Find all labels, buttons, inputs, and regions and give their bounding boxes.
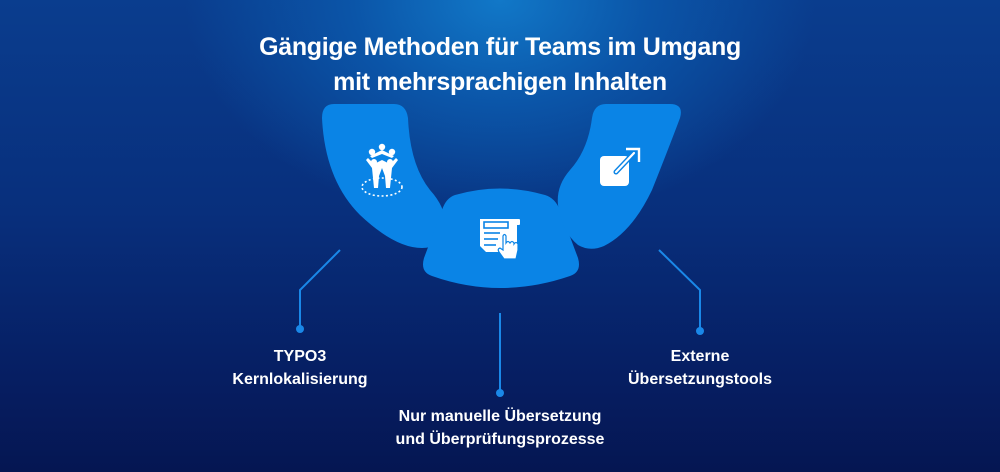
connector-right xyxy=(658,249,704,335)
connector-left xyxy=(296,249,341,333)
label-external-line-1: Externe xyxy=(670,348,730,365)
label-manual-line-1: Nur manuelle Übersetzung xyxy=(398,408,602,425)
segment-typo3 xyxy=(322,104,446,248)
label-manual: Nur manuelle Übersetzung und Überprüfung… xyxy=(340,405,660,451)
label-typo3: TYPO3 Kernlokalisierung xyxy=(200,345,400,391)
document-hand-icon xyxy=(480,219,520,260)
segment-manual xyxy=(423,188,579,288)
title-line-2: mit mehrsprachigen Inhalten xyxy=(333,68,667,96)
label-manual-line-2: und Überprüfungsprozesse xyxy=(395,431,605,448)
segment-external xyxy=(557,104,681,249)
page-title: Gängige Methoden für Teams im Umgang mit… xyxy=(0,30,1000,100)
label-typo3-line-2: Kernlokalisierung xyxy=(232,371,368,388)
label-external: Externe Übersetzungstools xyxy=(600,345,800,391)
title-line-1: Gängige Methoden für Teams im Umgang xyxy=(259,33,741,61)
label-typo3-line-1: TYPO3 xyxy=(273,348,327,365)
label-external-line-2: Übersetzungstools xyxy=(627,371,772,388)
connector-middle xyxy=(496,313,504,397)
external-link-icon xyxy=(600,147,641,186)
team-icon xyxy=(361,143,403,197)
